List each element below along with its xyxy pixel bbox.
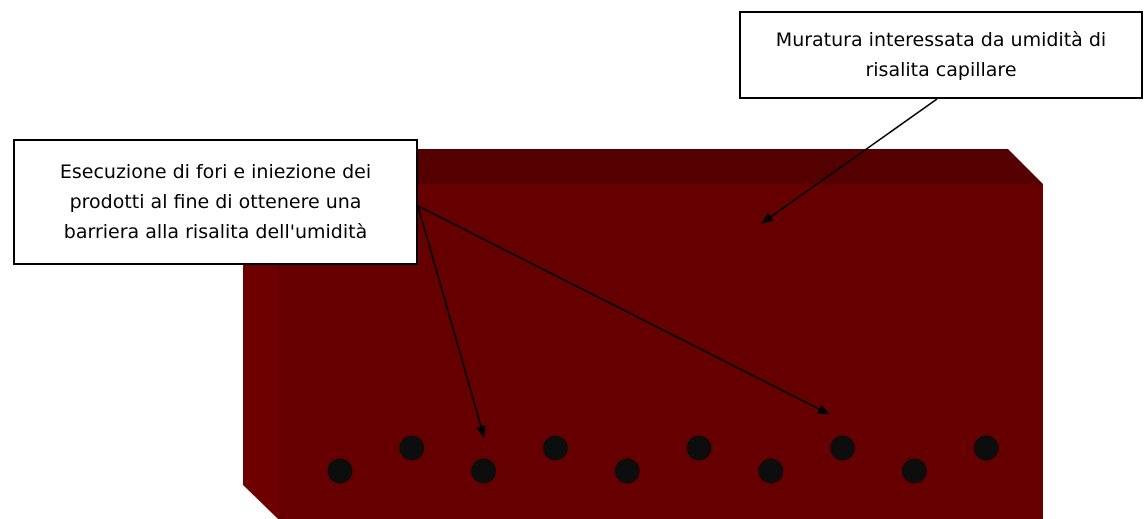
holes-callout-text: Esecuzione di fori e iniezione dei prodo… [60, 157, 371, 247]
injection-hole [542, 435, 568, 461]
wall-callout-line-1: Muratura interessata da umidità di [775, 29, 1107, 51]
injection-hole [686, 435, 712, 461]
wall-callout-line-2: risalita capillare [865, 59, 1017, 81]
injection-hole [973, 435, 999, 461]
injection-hole [471, 458, 497, 484]
wall-callout-text: Muratura interessata da umidità di risal… [776, 25, 1106, 85]
wall-callout-arrow [761, 98, 938, 224]
injection-hole [399, 435, 425, 461]
holes-callout-line-1: Esecuzione di fori e iniezione dei [59, 161, 372, 183]
holes-callout-box: Esecuzione di fori e iniezione dei prodo… [13, 139, 418, 265]
injection-hole [830, 435, 856, 461]
injection-hole [614, 458, 640, 484]
injection-holes [327, 435, 999, 484]
wall-top-face [243, 149, 1043, 184]
holes-callout-line-3: barriera alla risalita dell'umidità [63, 221, 368, 243]
injection-hole [901, 458, 927, 484]
injection-hole [758, 458, 784, 484]
holes-callout-arrow-2 [417, 205, 830, 415]
holes-callout-line-2: prodotti al fine di ottenere una [69, 191, 362, 213]
holes-callout-arrow-1 [417, 205, 486, 438]
injection-hole [327, 458, 353, 484]
wall-callout-box: Muratura interessata da umidità di risal… [739, 11, 1143, 99]
